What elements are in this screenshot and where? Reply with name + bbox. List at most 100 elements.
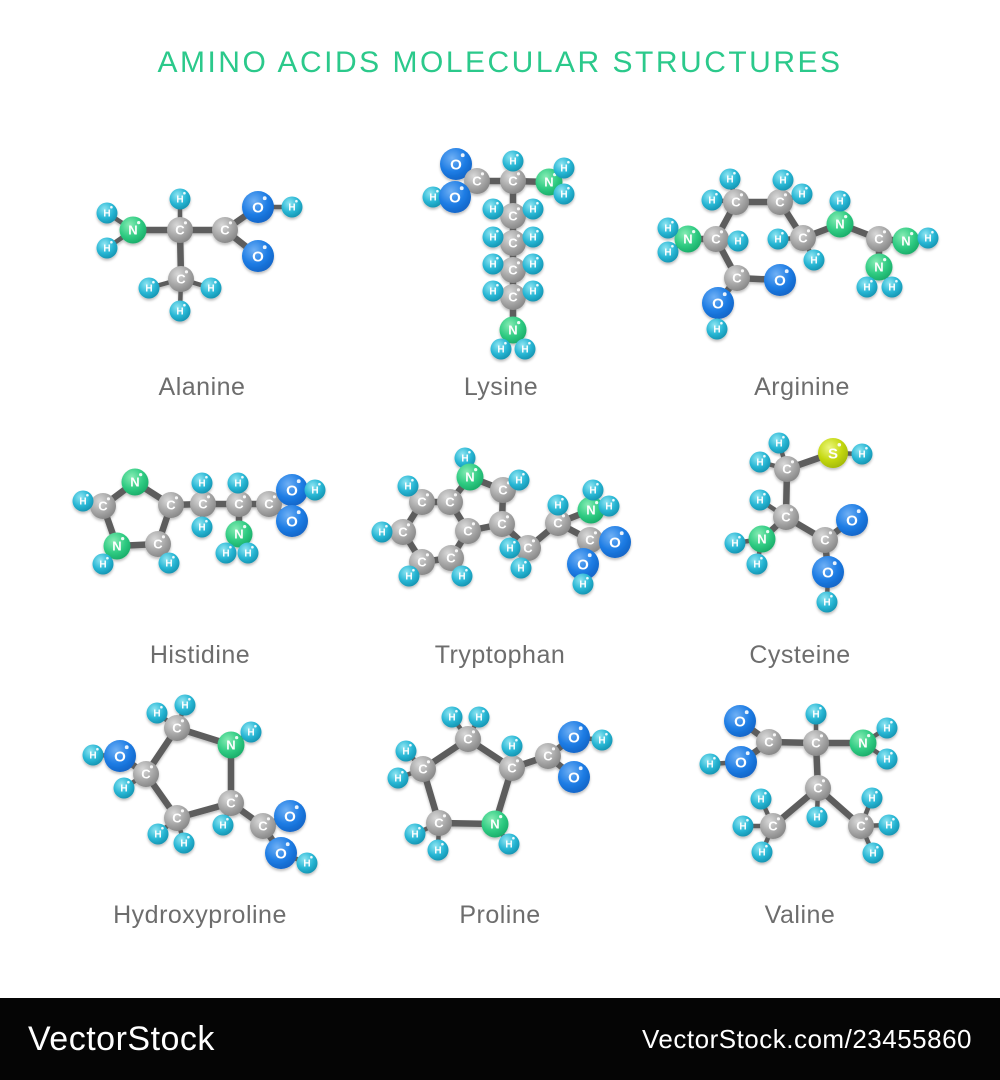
atom-C: C	[164, 715, 190, 741]
svg-text:H: H	[731, 539, 738, 550]
svg-text:H: H	[475, 713, 482, 724]
svg-text:N: N	[130, 475, 139, 490]
svg-text:O: O	[286, 513, 298, 530]
svg-text:H: H	[726, 175, 733, 186]
svg-text:H: H	[153, 709, 160, 720]
atom-N: N	[119, 216, 147, 244]
svg-text:C: C	[434, 816, 444, 831]
svg-text:H: H	[402, 747, 409, 758]
atom-H: H	[404, 823, 426, 845]
svg-text:C: C	[417, 495, 427, 510]
atom-C: C	[773, 504, 799, 530]
atom-O: O	[724, 705, 756, 737]
atom-C: C	[500, 203, 526, 229]
svg-text:C: C	[508, 209, 518, 224]
molecule-label-valine: Valine	[764, 901, 836, 929]
svg-text:H: H	[489, 287, 496, 298]
atom-H: H	[237, 542, 259, 564]
svg-text:H: H	[176, 307, 183, 318]
atom-C: C	[437, 489, 463, 515]
svg-text:C: C	[768, 819, 778, 834]
svg-text:C: C	[172, 811, 182, 826]
svg-text:N: N	[683, 232, 692, 247]
atom-H: H	[72, 490, 94, 512]
svg-text:H: H	[521, 345, 528, 356]
atom-H: H	[395, 740, 417, 762]
atom-H: H	[750, 788, 772, 810]
svg-text:H: H	[489, 205, 496, 216]
atom-H: H	[501, 735, 523, 757]
atom-H: H	[862, 842, 884, 864]
atom-O: O	[558, 721, 590, 753]
atom-C: C	[499, 755, 525, 781]
svg-text:H: H	[753, 560, 760, 571]
atom-H: H	[397, 475, 419, 497]
svg-text:H: H	[103, 244, 110, 255]
atom-H: H	[856, 276, 878, 298]
svg-text:C: C	[508, 236, 518, 251]
atom-H: H	[829, 190, 851, 212]
atom-H: H	[749, 451, 771, 473]
atom-N: N	[225, 520, 253, 548]
atom-H: H	[398, 565, 420, 587]
svg-text:H: H	[79, 497, 86, 508]
atom-C: C	[190, 491, 216, 517]
svg-text:H: H	[708, 196, 715, 207]
svg-text:C: C	[153, 537, 163, 552]
atom-H: H	[572, 573, 594, 595]
svg-text:O: O	[252, 199, 264, 216]
svg-text:H: H	[529, 260, 536, 271]
svg-text:N: N	[874, 260, 883, 275]
svg-text:O: O	[284, 808, 296, 825]
atom-O: O	[558, 761, 590, 793]
svg-text:H: H	[458, 572, 465, 583]
svg-text:C: C	[497, 517, 507, 532]
svg-text:H: H	[598, 736, 605, 747]
atom-H: H	[805, 703, 827, 725]
vectorstock-url: VectorStock.com/23455860	[642, 1023, 972, 1054]
atom-H: H	[482, 253, 504, 275]
svg-text:C: C	[775, 195, 785, 210]
atom-H: H	[200, 277, 222, 299]
atom-H: H	[699, 753, 721, 775]
svg-text:H: H	[89, 751, 96, 762]
svg-text:C: C	[226, 796, 236, 811]
svg-text:O: O	[568, 729, 580, 746]
atom-C: C	[500, 284, 526, 310]
svg-text:O: O	[712, 295, 724, 312]
svg-text:H: H	[405, 572, 412, 583]
svg-text:H: H	[198, 479, 205, 490]
atom-H: H	[499, 537, 521, 559]
svg-text:H: H	[394, 774, 401, 785]
atom-C: C	[455, 726, 481, 752]
atom-O: O	[599, 526, 631, 558]
svg-text:O: O	[114, 748, 126, 765]
svg-text:H: H	[303, 859, 310, 870]
svg-text:C: C	[398, 525, 408, 540]
svg-text:H: H	[219, 821, 226, 832]
atom-H: H	[751, 841, 773, 863]
svg-text:O: O	[577, 556, 589, 573]
atom-N: N	[456, 463, 484, 491]
atom-H: H	[806, 806, 828, 828]
atom-H: H	[441, 706, 463, 728]
svg-text:H: H	[868, 794, 875, 805]
atom-H: H	[387, 767, 409, 789]
atom-S: S	[818, 438, 848, 468]
atom-H: H	[147, 823, 169, 845]
svg-text:H: H	[411, 830, 418, 841]
svg-text:H: H	[515, 476, 522, 487]
atom-O: O	[764, 264, 796, 296]
svg-text:H: H	[706, 760, 713, 771]
atom-C: C	[489, 511, 515, 537]
atom-C: C	[848, 813, 874, 839]
svg-text:H: H	[734, 237, 741, 248]
svg-text:H: H	[181, 701, 188, 712]
svg-text:O: O	[735, 754, 747, 771]
atom-H: H	[296, 852, 318, 874]
svg-text:C: C	[553, 516, 563, 531]
svg-text:H: H	[810, 256, 817, 267]
atom-C: C	[133, 761, 159, 787]
